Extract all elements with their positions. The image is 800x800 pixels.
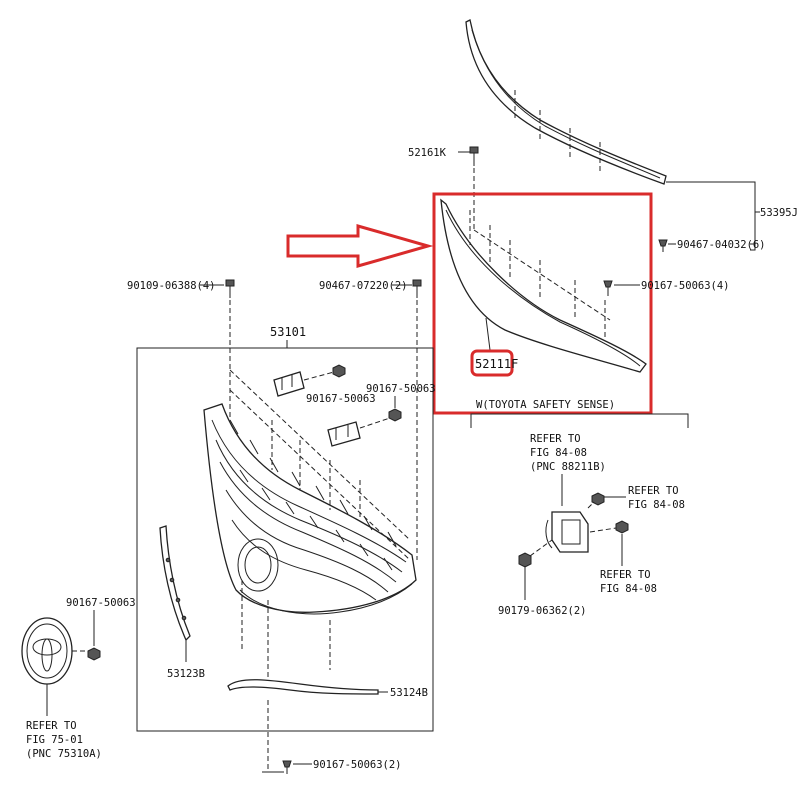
label-52111f[interactable]: 52111F — [475, 357, 518, 371]
label-53124b[interactable]: 53124B — [390, 687, 428, 699]
label-53101[interactable]: 53101 — [270, 325, 306, 339]
label-90167-50063-b[interactable]: 90167-50063 — [366, 383, 436, 395]
ref-fig84-a-line2[interactable]: FIG 84-08 — [628, 499, 685, 511]
bolt-icon[interactable] — [469, 146, 479, 166]
leader-52111f — [485, 317, 491, 351]
ref-fig75-line1[interactable]: REFER TO — [26, 720, 77, 732]
dash-nut-top — [587, 501, 595, 509]
dash-bracket-right — [359, 417, 391, 429]
bolt-icon[interactable] — [412, 279, 422, 298]
label-90467-07220[interactable]: 90467-07220(2) — [319, 280, 408, 292]
ref-fig84-b-line1[interactable]: REFER TO — [600, 569, 651, 581]
dash-guide-lower — [241, 580, 331, 680]
nut-icon[interactable] — [615, 520, 629, 534]
label-90167-50063-c[interactable]: 90167-50063 — [66, 597, 136, 609]
highlight-label-box — [470, 349, 514, 377]
sensor-bracket[interactable] — [545, 511, 589, 553]
grille-upper-molding-52111f[interactable] — [440, 198, 647, 373]
arrow-right-icon — [286, 224, 434, 268]
label-52161k[interactable]: 52161K — [408, 147, 447, 159]
label-90167-50063-2[interactable]: 90167-50063(2) — [313, 759, 402, 771]
clip-icon[interactable] — [658, 239, 668, 252]
bolt-icon[interactable] — [225, 279, 235, 298]
lower-molding-53124b[interactable] — [227, 679, 379, 695]
clip-icon[interactable] — [282, 760, 292, 774]
label-90109-06388[interactable]: 90109-06388(4) — [127, 280, 216, 292]
ref-fig75-line3[interactable]: (PNC 75310A) — [26, 748, 102, 760]
ref-fig75-line2[interactable]: FIG 75-01 — [26, 734, 83, 746]
highlight-box — [432, 192, 653, 415]
bracket-right[interactable] — [327, 421, 361, 447]
dash-guide-upper — [229, 369, 411, 561]
nut-icon[interactable] — [518, 552, 532, 568]
leader-53395j-top — [666, 181, 756, 251]
nut-icon[interactable] — [87, 647, 101, 661]
label-90179-06362[interactable]: 90179-06362(2) — [498, 605, 587, 617]
ref-fig84-b-line2[interactable]: FIG 84-08 — [600, 583, 657, 595]
dash-nut-mid — [589, 527, 617, 533]
label-90167-50063-4[interactable]: 90167-50063(4) — [641, 280, 730, 292]
nut-icon[interactable] — [332, 364, 346, 378]
radiator-grille[interactable] — [203, 403, 417, 615]
dash-bracket-left — [303, 371, 335, 381]
ref-fig84-pnc-line1[interactable]: REFER TO — [530, 433, 581, 445]
hood-molding-53395j[interactable] — [465, 19, 667, 185]
label-tss-note: W(TOYOTA SAFETY SENSE) — [476, 399, 615, 411]
dash-nut-low — [529, 539, 553, 557]
bracket-left[interactable] — [273, 371, 305, 397]
clip-icon[interactable] — [603, 280, 613, 296]
ref-fig84-a-line1[interactable]: REFER TO — [628, 485, 679, 497]
label-53395j[interactable]: 53395J — [760, 207, 798, 219]
label-90467-04032[interactable]: 90467-04032(6) — [677, 239, 766, 251]
assembly-frame-53101 — [136, 347, 434, 732]
side-molding-53123b[interactable] — [159, 525, 191, 642]
label-53123b[interactable]: 53123B — [167, 668, 205, 680]
bracket-tss-group — [470, 413, 689, 428]
toyota-emblem-icon[interactable] — [21, 617, 73, 685]
label-90167-50063-a[interactable]: 90167-50063 — [306, 393, 376, 405]
nut-icon[interactable] — [591, 492, 605, 506]
ref-fig84-pnc-line3[interactable]: (PNC 88211B) — [530, 461, 606, 473]
nut-icon[interactable] — [388, 408, 402, 422]
ref-fig84-pnc-line2[interactable]: FIG 84-08 — [530, 447, 587, 459]
dash-guide-verticals — [271, 420, 361, 520]
